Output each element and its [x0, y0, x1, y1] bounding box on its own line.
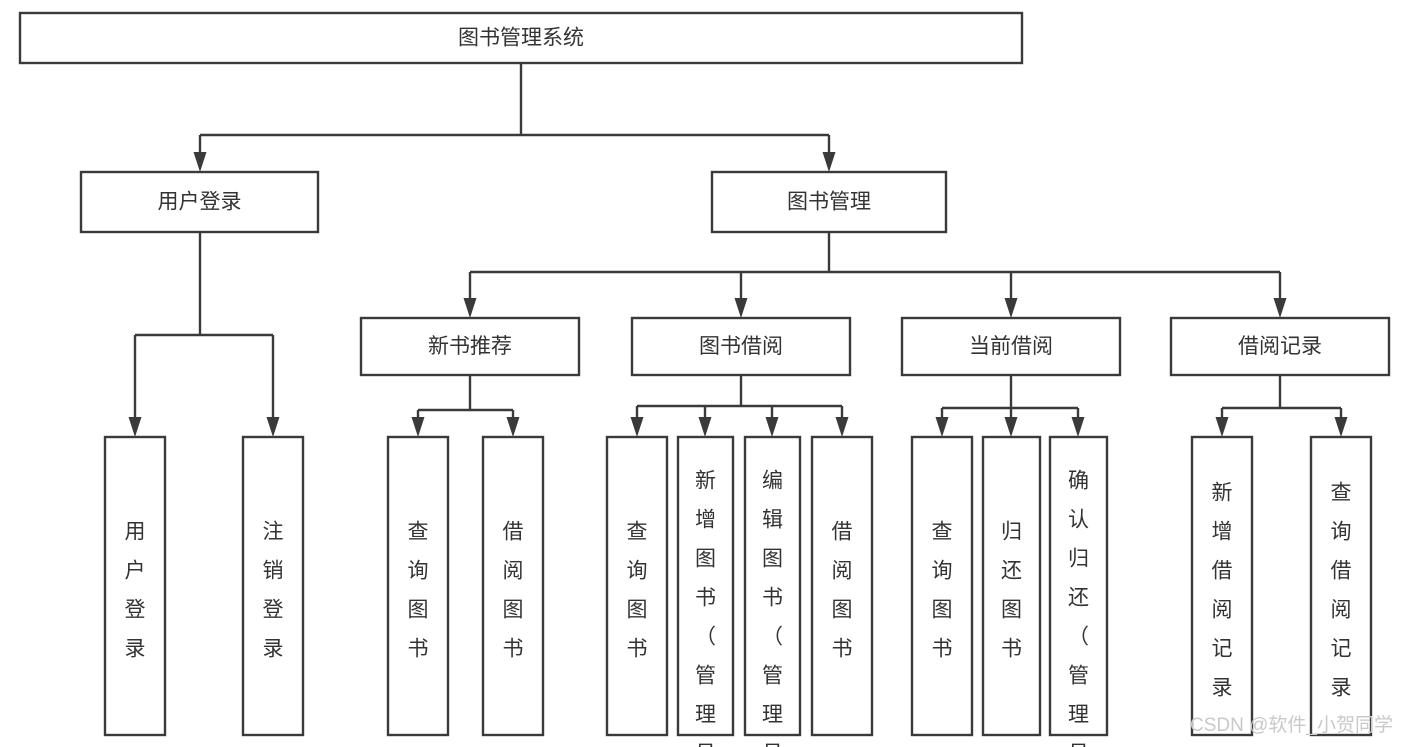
- node-box-leaf-edit-book[interactable]: [743, 435, 802, 737]
- node-user-login[interactable]: 用户登录: [79, 170, 320, 234]
- arrow-head-root-to-level1-0: [193, 152, 207, 172]
- arrow-head-user-login-to-leaves-0: [128, 417, 142, 437]
- node-box-leaf-query-book-borrow[interactable]: [605, 435, 669, 737]
- node-box-leaf-query-borrow-record[interactable]: [1309, 435, 1373, 737]
- watermark-layer: CSDN @软件_小贺同学: [1190, 714, 1393, 736]
- node-leaf-query-book-borrow[interactable]: 查询图书: [605, 435, 669, 737]
- node-label-leaf-borrow-book: 借阅图书: [832, 520, 853, 660]
- connector-book-borrow-to-leaves: [630, 375, 849, 437]
- arrow-head-book-management-to-level2-3: [1273, 298, 1287, 318]
- node-box-leaf-borrow-book[interactable]: [810, 435, 874, 737]
- arrow-head-borrow-record-to-leaves-1: [1334, 417, 1348, 437]
- arrow-head-book-management-to-level2-1: [734, 298, 748, 318]
- node-label-leaf-query-borrow-record: 查询借阅记录: [1331, 481, 1352, 699]
- node-label-leaf-edit-book: 编辑图书（管理员）: [762, 469, 783, 747]
- node-leaf-add-borrow-record[interactable]: 新增借阅记录: [1190, 435, 1254, 737]
- arrow-head-book-borrow-to-leaves-0: [630, 417, 644, 437]
- node-box-borrow-record[interactable]: [1169, 316, 1391, 377]
- connector-book-management-to-level2: [463, 232, 1287, 318]
- arrow-head-root-to-level1-1: [822, 152, 836, 172]
- connector-layer: [128, 63, 1348, 437]
- node-label-leaf-return-book: 归还图书: [1001, 520, 1022, 660]
- node-box-new-book-recommend[interactable]: [359, 316, 581, 377]
- arrow-head-new-book-recommend-to-leaves-0: [411, 417, 425, 437]
- connector-new-book-recommend-to-leaves: [411, 375, 520, 437]
- node-box-leaf-logout[interactable]: [241, 435, 305, 737]
- node-box-book-borrow[interactable]: [630, 316, 852, 377]
- node-leaf-borrow-book[interactable]: 借阅图书: [810, 435, 874, 737]
- node-current-borrow[interactable]: 当前借阅: [900, 316, 1122, 377]
- node-leaf-user-login[interactable]: 用户登录: [103, 435, 167, 737]
- arrow-head-book-management-to-level2-2: [1004, 298, 1018, 318]
- arrow-head-book-borrow-to-leaves-3: [835, 417, 849, 437]
- arrow-head-book-management-to-level2-0: [463, 298, 477, 318]
- node-leaf-query-book-recommend[interactable]: 查询图书: [386, 435, 450, 737]
- arrow-head-borrow-record-to-leaves-0: [1215, 417, 1229, 437]
- arrow-head-current-borrow-to-leaves-1: [1004, 417, 1018, 437]
- node-box-leaf-confirm-return[interactable]: [1048, 435, 1109, 737]
- node-leaf-borrow-book-recommend[interactable]: 借阅图书: [481, 435, 545, 737]
- node-label-leaf-confirm-return: 确认归还（管理员）: [1068, 469, 1089, 747]
- node-book-borrow[interactable]: 图书借阅: [630, 316, 852, 377]
- node-book-management[interactable]: 图书管理: [710, 170, 948, 234]
- node-box-book-management[interactable]: [710, 170, 948, 234]
- node-label-current-borrow: 当前借阅: [969, 335, 1053, 358]
- node-box-root[interactable]: [18, 11, 1024, 65]
- node-label-leaf-add-borrow-record: 新增借阅记录: [1212, 481, 1233, 699]
- node-box-leaf-user-login[interactable]: [103, 435, 167, 737]
- node-label-leaf-query-book-recommend: 查询图书: [408, 520, 429, 660]
- connector-current-borrow-to-leaves: [935, 375, 1085, 437]
- connector-root-to-level1: [193, 63, 836, 172]
- node-borrow-record[interactable]: 借阅记录: [1169, 316, 1391, 377]
- arrow-head-book-borrow-to-leaves-2: [765, 417, 779, 437]
- node-leaf-confirm-return[interactable]: 确认归还（管理员）: [1048, 435, 1109, 747]
- node-label-borrow-record: 借阅记录: [1238, 335, 1322, 358]
- arrow-head-current-borrow-to-leaves-2: [1071, 417, 1085, 437]
- node-box-leaf-return-book[interactable]: [981, 435, 1042, 737]
- node-box-leaf-borrow-book-recommend[interactable]: [481, 435, 545, 737]
- node-leaf-query-borrow-record[interactable]: 查询借阅记录: [1309, 435, 1373, 737]
- node-leaf-logout[interactable]: 注销登录: [241, 435, 305, 737]
- connector-user-login-to-leaves: [128, 232, 280, 437]
- node-leaf-edit-book[interactable]: 编辑图书（管理员）: [743, 435, 802, 747]
- node-box-leaf-add-book[interactable]: [676, 435, 735, 737]
- node-leaf-query-book-current[interactable]: 查询图书: [910, 435, 974, 737]
- connector-borrow-record-to-leaves: [1215, 375, 1348, 437]
- arrow-head-current-borrow-to-leaves-0: [935, 417, 949, 437]
- node-label-user-login: 用户登录: [158, 191, 242, 214]
- arrow-head-book-borrow-to-leaves-1: [698, 417, 712, 437]
- node-layer: 图书管理系统用户登录图书管理新书推荐图书借阅当前借阅借阅记录用户登录注销登录查询…: [18, 11, 1391, 747]
- node-label-new-book-recommend: 新书推荐: [428, 335, 512, 358]
- csdn-watermark: CSDN @软件_小贺同学: [1190, 714, 1393, 736]
- node-label-book-management: 图书管理: [787, 191, 871, 214]
- node-label-leaf-logout: 注销登录: [263, 520, 284, 660]
- node-new-book-recommend[interactable]: 新书推荐: [359, 316, 581, 377]
- node-box-user-login[interactable]: [79, 170, 320, 234]
- node-root[interactable]: 图书管理系统: [18, 11, 1024, 65]
- node-label-root: 图书管理系统: [458, 27, 584, 50]
- node-box-leaf-query-book-recommend[interactable]: [386, 435, 450, 737]
- node-label-leaf-add-book: 新增图书（管理员）: [695, 469, 716, 747]
- arrow-head-new-book-recommend-to-leaves-1: [506, 417, 520, 437]
- node-leaf-return-book[interactable]: 归还图书: [981, 435, 1042, 737]
- node-label-leaf-query-book-current: 查询图书: [932, 520, 953, 660]
- node-box-leaf-query-book-current[interactable]: [910, 435, 974, 737]
- node-label-leaf-query-book-borrow: 查询图书: [627, 520, 648, 660]
- node-box-leaf-add-borrow-record[interactable]: [1190, 435, 1254, 737]
- node-label-leaf-borrow-book-recommend: 借阅图书: [503, 520, 524, 660]
- node-label-book-borrow: 图书借阅: [699, 335, 783, 358]
- node-label-leaf-user-login: 用户登录: [125, 520, 146, 660]
- arrow-head-user-login-to-leaves-1: [266, 417, 280, 437]
- node-box-current-borrow[interactable]: [900, 316, 1122, 377]
- node-leaf-add-book[interactable]: 新增图书（管理员）: [676, 435, 735, 747]
